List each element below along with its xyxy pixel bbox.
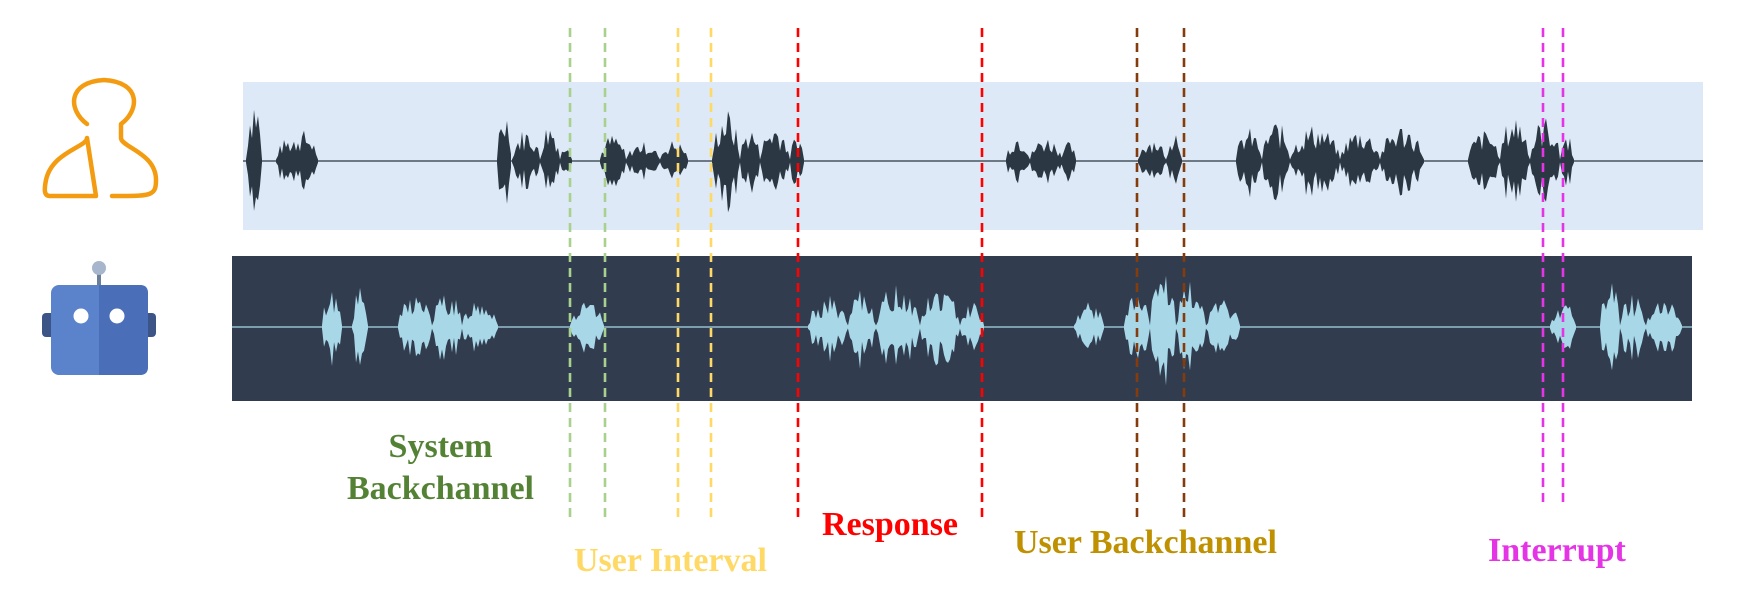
waveform-burst — [1236, 128, 1262, 198]
waveform-burst — [1074, 302, 1104, 349]
waveform-burst — [1060, 142, 1076, 182]
waveform-burst — [712, 111, 740, 213]
system-backchannel-label-line-2: Backchannel — [346, 470, 535, 507]
waveform-burst — [600, 135, 626, 187]
waveform-burst — [1290, 126, 1340, 196]
waveform-burst — [1206, 300, 1240, 353]
waveform-burst — [1262, 124, 1290, 201]
waveform-burst — [790, 139, 804, 184]
waveform-burst — [1380, 129, 1424, 196]
waveform-burst — [1646, 302, 1682, 352]
waveform-burst — [1124, 297, 1150, 359]
waveform-burst — [1500, 120, 1530, 202]
waveform-burst — [848, 290, 876, 369]
waveform-burst — [570, 302, 604, 353]
waveform-burst — [352, 287, 368, 366]
waveform-burst — [626, 142, 660, 180]
system-backchannel-label: System Backchannel — [318, 426, 563, 510]
waveform-burst — [660, 141, 688, 179]
waveform-burst — [740, 132, 760, 193]
system-backchannel-label-line-1: System — [388, 428, 493, 465]
response-label: Response — [822, 506, 959, 543]
waveform-burst — [462, 302, 498, 352]
waveform-burst — [920, 293, 960, 366]
waveform-burst — [1550, 305, 1576, 349]
waveform-burst — [1600, 283, 1620, 371]
waveform-burst — [540, 129, 560, 189]
user-interval-label: User Interval — [574, 542, 767, 579]
waveform-burst — [808, 295, 848, 362]
waveform-burst — [322, 291, 342, 366]
waveform-burst — [1030, 139, 1062, 184]
waveform-burst — [960, 302, 984, 351]
waveform-burst — [1340, 134, 1380, 187]
user-backchannel-label: User Backchannel — [1014, 524, 1277, 561]
waveform-burst — [398, 297, 432, 357]
waveform-burst — [1006, 141, 1030, 184]
waveform-burst — [288, 130, 318, 190]
waveform-burst — [760, 133, 790, 190]
event-markers — [568, 28, 1565, 518]
waveform-burst — [432, 295, 462, 360]
robot-eye-left — [73, 308, 89, 324]
waveform-burst — [1138, 142, 1166, 179]
waveform-burst — [1530, 118, 1560, 202]
interrupt-label: Interrupt — [1488, 532, 1626, 569]
waveform-burst — [1150, 275, 1176, 386]
waveform-burst — [512, 131, 540, 189]
waveform-burst — [1468, 131, 1500, 190]
user-icon — [42, 77, 159, 199]
robot-eye-right — [109, 308, 125, 324]
waveform-burst — [246, 109, 262, 211]
user-track-band — [243, 82, 1703, 230]
waveform-burst — [1166, 135, 1182, 184]
waveform-burst — [497, 120, 511, 204]
robot-icon — [42, 261, 156, 375]
waveform-burst — [876, 285, 920, 365]
waveform-burst — [1620, 294, 1646, 361]
